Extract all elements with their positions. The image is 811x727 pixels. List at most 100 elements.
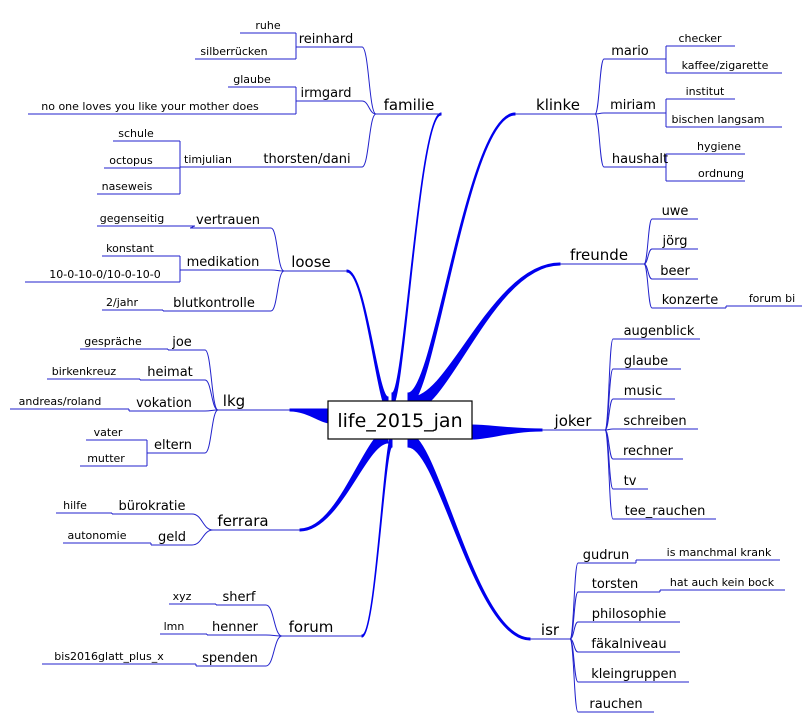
node-lkg[interactable]: lkg (223, 392, 245, 410)
node-familie[interactable]: familie (384, 96, 435, 114)
node-irmgard[interactable]: irmgard (301, 86, 352, 101)
node-blutkontrolle[interactable]: blutkontrolle (173, 296, 255, 311)
trunk-joker (471, 424, 543, 440)
node-konstant[interactable]: konstant (106, 242, 154, 255)
trunk-familie (391, 112, 442, 408)
node-konzerte[interactable]: konzerte (662, 293, 719, 308)
node-checker[interactable]: checker (678, 32, 722, 45)
node-mutter[interactable]: mutter (87, 452, 125, 465)
node-jörg[interactable]: jörg (662, 234, 688, 249)
edge-eltern (204, 409, 219, 454)
node-joe[interactable]: joe (171, 335, 192, 350)
edge-haushalt (594, 113, 605, 168)
node-forum-bi[interactable]: forum bi (749, 292, 795, 305)
node-geld[interactable]: geld (158, 530, 186, 545)
node-bischen-langsam[interactable]: bischen langsam (672, 113, 765, 126)
trunk-klinke (407, 112, 516, 408)
node-gespräche[interactable]: gespräche (84, 335, 142, 348)
node-forum[interactable]: forum (289, 618, 334, 636)
node-rauchen[interactable]: rauchen (589, 697, 642, 712)
node-hilfe[interactable]: hilfe (63, 499, 87, 512)
edge-vokation (204, 409, 219, 412)
node-philosophie[interactable]: philosophie (592, 607, 667, 622)
trunk-freunde (411, 262, 561, 412)
node-vertrauen[interactable]: vertrauen (196, 213, 260, 228)
node-gudrun[interactable]: gudrun (583, 548, 630, 563)
node-beer[interactable]: beer (660, 264, 690, 279)
node-glaube[interactable]: glaube (233, 73, 271, 86)
node-tee-rauchen[interactable]: tee_rauchen (625, 504, 706, 519)
node-birkenkreuz[interactable]: birkenkreuz (52, 365, 117, 378)
node-schreiben[interactable]: schreiben (623, 414, 686, 429)
node-heimat[interactable]: heimat (147, 365, 193, 380)
node-ferrara[interactable]: ferrara (217, 512, 268, 530)
node-bis2016glatt-plus-x[interactable]: bis2016glatt_plus_x (54, 650, 164, 663)
node-spenden[interactable]: spenden (202, 651, 258, 666)
node-autonomie[interactable]: autonomie (68, 529, 127, 542)
node-2-jahr[interactable]: 2/jahr (106, 296, 138, 309)
node-freunde[interactable]: freunde (570, 246, 628, 264)
edge-thorsten-dani (361, 113, 377, 168)
node-music[interactable]: music (624, 384, 662, 399)
node-torsten[interactable]: torsten (592, 577, 639, 592)
edge-rauchen (569, 638, 579, 713)
node-hygiene[interactable]: hygiene (697, 140, 741, 153)
node-miriam[interactable]: miriam (610, 98, 656, 113)
node-octopus[interactable]: octopus (109, 154, 153, 167)
node-glaube[interactable]: glaube (624, 354, 668, 369)
node-tv[interactable]: tv (624, 474, 637, 489)
edge-sherf (265, 604, 283, 637)
node-rechner[interactable]: rechner (623, 444, 674, 459)
node-henner[interactable]: henner (212, 620, 259, 635)
node-lmn[interactable]: lmn (164, 620, 185, 633)
node-timjulian[interactable]: timjulian (184, 153, 232, 166)
node-kaffee-zigarette[interactable]: kaffee/zigarette (682, 59, 769, 72)
node-eltern[interactable]: eltern (154, 438, 192, 453)
label-layer: familie reinhard ruhe silberrücken irmgard gl… (19, 19, 796, 712)
edge-uwe (643, 218, 653, 265)
node-vater[interactable]: vater (94, 426, 123, 439)
node-ordnung[interactable]: ordnung (698, 167, 744, 180)
node-naseweis[interactable]: naseweis (102, 180, 153, 193)
trunk-lkg (289, 408, 331, 424)
node-hat-auch-kein-bock[interactable]: hat auch kein bock (670, 576, 775, 589)
node-uwe[interactable]: uwe (662, 204, 689, 219)
node-reinhard[interactable]: reinhard (299, 32, 353, 47)
node-thorsten-dani[interactable]: thorsten/dani (263, 152, 350, 167)
edge-philosophie (569, 621, 579, 640)
node-sherf[interactable]: sherf (223, 590, 256, 605)
node-augenblick[interactable]: augenblick (624, 324, 695, 339)
node-is-manchmal-krank[interactable]: is manchmal krank (667, 546, 772, 559)
node-institut[interactable]: institut (686, 85, 725, 98)
node-xyz[interactable]: xyz (173, 590, 192, 603)
node-schule[interactable]: schule (118, 127, 154, 140)
edge-medikation (270, 269, 285, 272)
node-isr[interactable]: isr (541, 621, 560, 639)
root-node-label: life_2015_jan (337, 410, 462, 432)
trunk-loose (346, 269, 389, 412)
edge-gegenseitig (189, 225, 196, 229)
node-medikation[interactable]: medikation (187, 255, 260, 270)
edge-jörg (643, 248, 653, 265)
node-andreas-roland[interactable]: andreas/roland (19, 395, 102, 408)
node-loose[interactable]: loose (291, 253, 331, 271)
edge-mario (594, 58, 605, 115)
node-klinke[interactable]: klinke (536, 96, 580, 114)
trunk-layer (289, 112, 561, 641)
node-joker[interactable]: joker (554, 412, 593, 430)
node-fäkalniveau[interactable]: fäkalniveau (591, 637, 666, 652)
node-ruhe[interactable]: ruhe (255, 19, 280, 32)
node-vokation[interactable]: vokation (136, 396, 192, 411)
node-no-one-loves-you-like-your-mother-does[interactable]: no one loves you like your mother does (41, 100, 259, 113)
node-haushalt[interactable]: haushalt (612, 152, 668, 167)
node-silberrücken[interactable]: silberrücken (200, 45, 267, 58)
trunk-isr (407, 432, 531, 641)
node-mario[interactable]: mario (611, 44, 649, 59)
node-gegenseitig[interactable]: gegenseitig (100, 212, 164, 225)
node-kleingruppen[interactable]: kleingruppen (591, 667, 677, 682)
node-bürokratie[interactable]: bürokratie (118, 499, 185, 514)
root-node-box[interactable] (327, 400, 473, 440)
edge-bürokratie (191, 513, 214, 531)
node-10-0-10-0-10-0-10-0[interactable]: 10-0-10-0/10-0-10-0 (49, 268, 161, 281)
